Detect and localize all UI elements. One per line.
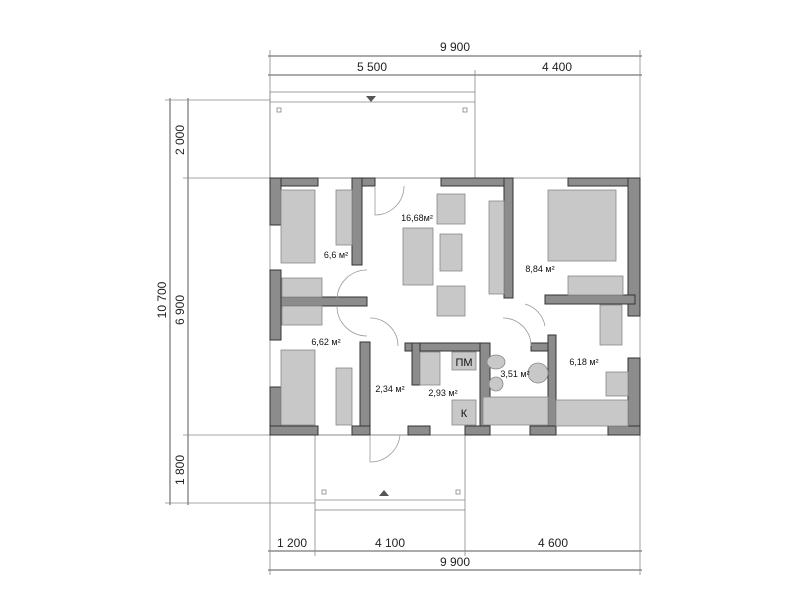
walls	[269, 177, 641, 436]
entry-arrow-icon	[379, 490, 389, 496]
coffee-table	[439, 233, 463, 272]
dim-left-bottom: 1 800	[173, 455, 187, 485]
dim-left-total: 10 700	[155, 281, 169, 318]
dim-top-right: 4 400	[542, 60, 572, 74]
sofa	[402, 227, 434, 286]
area-bedroom-bottom-left: 6,62 м²	[311, 337, 340, 347]
area-utility: 2,93 м²	[428, 388, 457, 398]
toilet	[486, 354, 506, 370]
boiler	[451, 399, 477, 426]
dim-bottom-total: 9 900	[440, 555, 470, 569]
desk-top-left	[335, 189, 353, 246]
desk-bottom-left	[335, 367, 353, 426]
bathtub	[482, 396, 549, 426]
bottom-dimensions: 1 200 4 100 4 600 9 900	[268, 435, 642, 575]
dim-top-total: 9 900	[440, 40, 470, 54]
dim-top-left: 5 500	[357, 60, 387, 74]
area-living-room: 16,68м²	[401, 213, 433, 223]
furniture	[280, 189, 629, 427]
entry-arrow-icon	[366, 96, 376, 102]
bed-top-left	[280, 189, 316, 264]
bidet	[488, 376, 504, 392]
boiler-label: К	[461, 408, 468, 420]
terrace-top	[269, 91, 476, 179]
washer-label: ПМ	[455, 357, 472, 369]
dim-bottom-c: 4 600	[538, 536, 568, 550]
stove	[605, 371, 629, 397]
kitchen-counter	[555, 399, 629, 427]
dining-table	[599, 304, 623, 346]
dim-left-main: 6 900	[173, 295, 187, 325]
sink	[527, 362, 549, 384]
wardrobe	[567, 275, 624, 296]
bed-bottom-left	[280, 349, 316, 426]
top-dimensions: 9 900 5 500 4 400	[268, 40, 642, 178]
armchair	[436, 285, 466, 317]
left-dimensions: 10 700 6 900 2 000 1 800	[155, 98, 315, 505]
area-kitchen: 6,18 м²	[569, 357, 598, 367]
dim-left-top: 2 000	[173, 125, 187, 155]
area-bathroom: 3,51 м²	[500, 369, 529, 379]
doors	[336, 185, 546, 463]
terrace-bottom	[314, 434, 466, 511]
dim-bottom-b: 4 100	[375, 536, 405, 550]
shower	[419, 351, 441, 386]
dim-bottom-a: 1 200	[277, 536, 307, 550]
area-master-bedroom: 8,84 м²	[525, 264, 554, 274]
wardrobe	[281, 305, 323, 326]
double-bed	[547, 189, 617, 262]
tv-stand	[488, 200, 505, 295]
armchair	[436, 193, 466, 225]
area-bedroom-top-left: 6,6 м²	[324, 250, 348, 260]
area-hallway: 2,34 м²	[375, 384, 404, 394]
washer	[451, 351, 477, 371]
wardrobe	[281, 277, 323, 298]
